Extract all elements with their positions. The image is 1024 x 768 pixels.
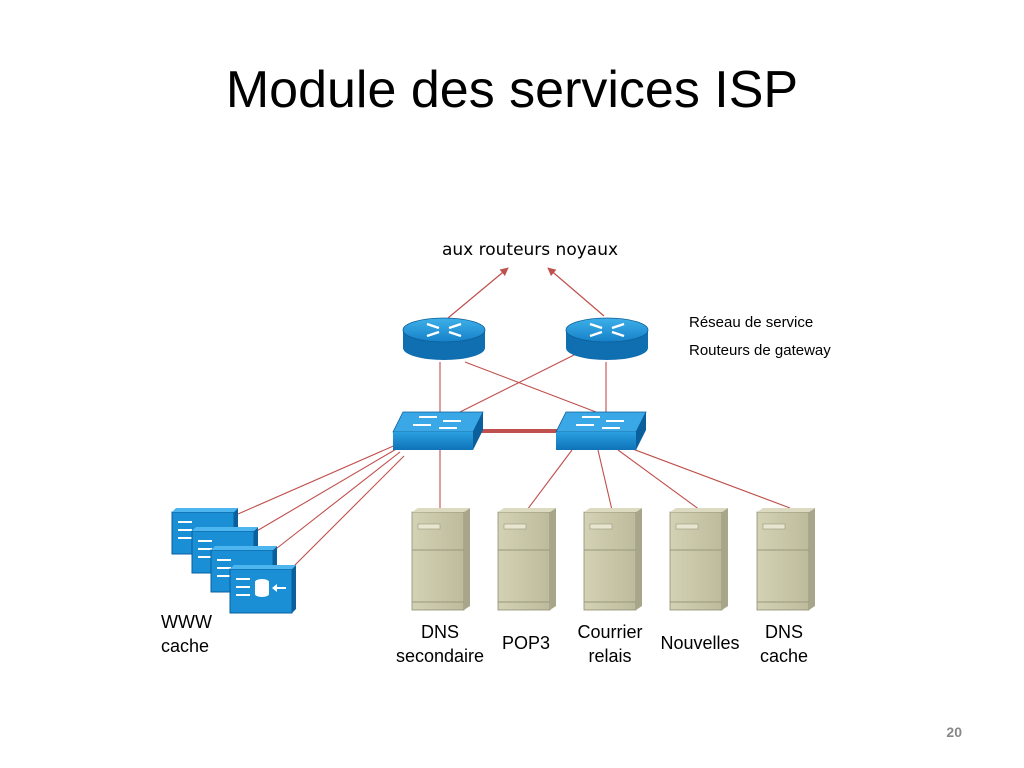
- core-routers-label: aux routeurs noyaux: [441, 240, 619, 260]
- label-www-cache-line1: WWW: [161, 612, 212, 632]
- label-pop3: POP3: [501, 633, 551, 653]
- server-icon: [583, 508, 642, 611]
- label-www-cache-line2: cache: [161, 636, 210, 656]
- legend-service-network: Réseau de service: [689, 314, 814, 331]
- core-uplinks: [447, 267, 605, 319]
- label-news: Nouvelles: [660, 633, 740, 653]
- label-mail-relay-line2: relais: [588, 646, 632, 666]
- slide-title: Module des services ISP: [225, 61, 799, 119]
- cache-links: [237, 443, 405, 571]
- cache-engine-icon: [229, 565, 296, 614]
- legend-gateway-routers: Routeurs de gateway: [689, 342, 831, 359]
- router-switch-links: [439, 351, 607, 413]
- server-icon: [411, 508, 470, 611]
- cache-engine-stack: [171, 508, 296, 614]
- server-links: [439, 447, 791, 512]
- server-icon: [756, 508, 815, 611]
- label-dns-cache-line1: DNS: [764, 622, 803, 642]
- router-icon: [565, 317, 649, 360]
- label-dns-secondary-line2: secondaire: [395, 646, 485, 666]
- switch-icon: [392, 411, 484, 450]
- switch-icon: [555, 411, 647, 450]
- server-icon: [497, 508, 556, 611]
- label-mail-relay-line1: Courrier: [577, 622, 643, 642]
- label-dns-secondary-line1: DNS: [420, 622, 459, 642]
- uplink-right: [547, 267, 605, 317]
- uplink-left: [447, 267, 509, 319]
- label-dns-cache-line2: cache: [759, 646, 809, 666]
- router-icon: [402, 317, 486, 360]
- server-icon: [669, 508, 728, 611]
- page-number: 20: [946, 724, 962, 740]
